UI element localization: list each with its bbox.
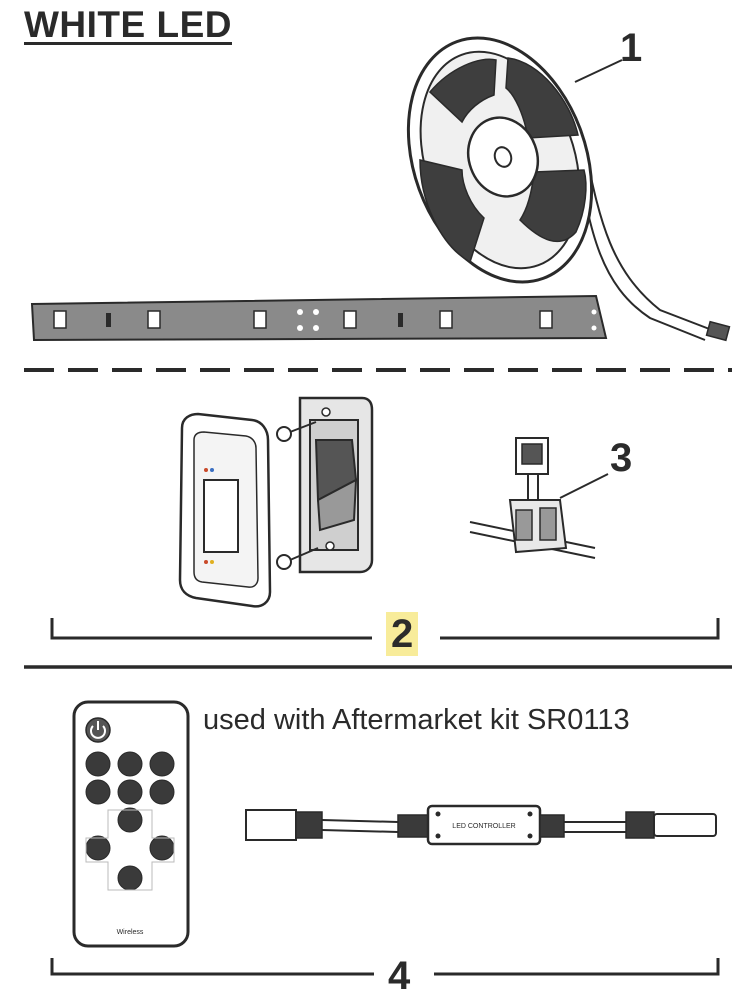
callout-3: 3: [610, 436, 633, 480]
remote-illustration: Wireless: [72, 700, 190, 948]
controller-label: LED CONTROLLER: [452, 823, 515, 830]
switch-illustration: [178, 396, 374, 608]
callout-2: 2: [386, 612, 419, 656]
fuse-tap-illustration: [469, 437, 609, 559]
led-reel-illustration: [30, 36, 731, 342]
remote-brand-text: Wireless: [117, 929, 144, 936]
callout-4: 4: [388, 954, 411, 998]
bracket-part-4: [50, 958, 720, 976]
solid-divider: [24, 665, 732, 669]
controller-cable-illustration: LED CONTROLLER: [245, 804, 717, 846]
kit-note: used with Aftermarket kit SR0113: [203, 704, 630, 736]
page-title: WHITE LED: [24, 4, 232, 45]
led-strip: [30, 294, 608, 342]
bracket-part-2: [50, 618, 720, 640]
dashed-divider: [24, 368, 732, 372]
callout-1: 1: [620, 26, 643, 70]
